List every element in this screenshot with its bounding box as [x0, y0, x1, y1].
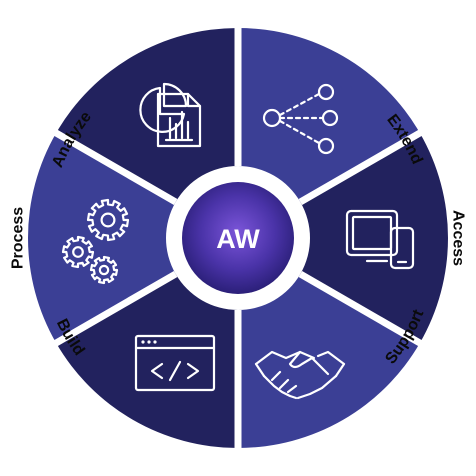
share-nodes-icon [262, 83, 339, 155]
handshake-icon [254, 350, 346, 400]
center-logo-disc [182, 182, 294, 294]
center-logo-text: AW [216, 224, 260, 254]
segment-label-process: Process [10, 207, 27, 269]
segment-label-access: Access [450, 210, 467, 266]
segment-divider [298, 128, 424, 206]
code-window-icon [134, 334, 216, 392]
segment-divider [52, 270, 178, 348]
segment-separators [52, 26, 424, 450]
devices-icon [345, 209, 415, 270]
report-chart-icon [139, 82, 202, 148]
segment-divider [298, 270, 424, 348]
segment-divider [52, 128, 178, 206]
segment-access [300, 133, 448, 343]
gears-icon [61, 198, 130, 285]
